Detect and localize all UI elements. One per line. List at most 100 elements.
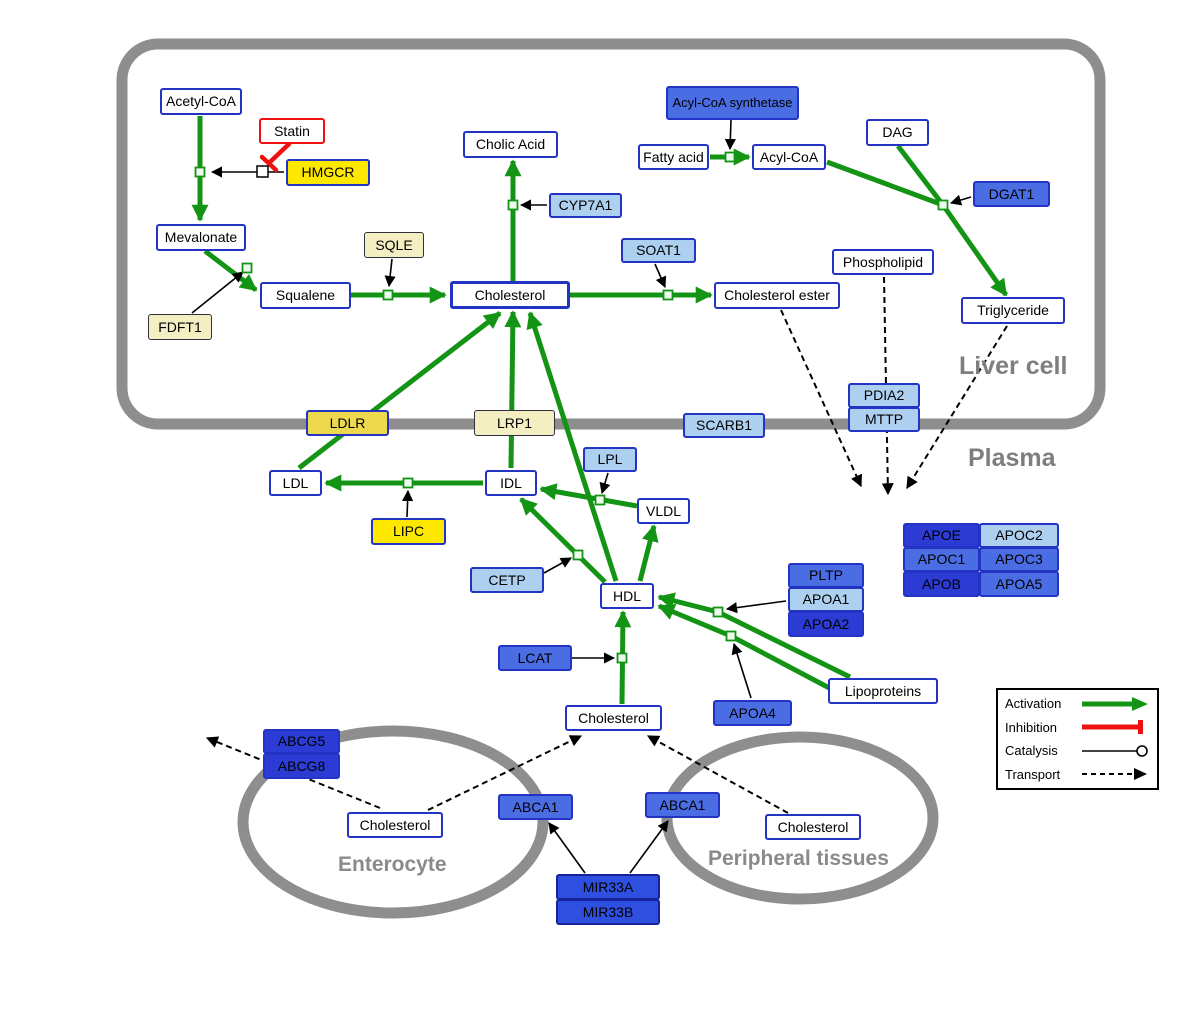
node-lipoproteins[interactable]: Lipoproteins [828,678,938,704]
enterocyte-membrane [237,725,549,919]
node-abca1-peripheral[interactable]: ABCA1 [645,792,720,818]
inhibition-edges [259,141,292,173]
edge-cetp-catalysis [543,557,572,574]
node-apoe[interactable]: APOE [903,523,980,548]
node-statin[interactable]: Statin [259,118,325,144]
node-pdia2[interactable]: PDIA2 [848,383,920,408]
node-lpl[interactable]: LPL [583,447,637,472]
node-acetyl-coa[interactable]: Acetyl-CoA [160,88,242,115]
edge-hdl-cholesterol [526,311,619,582]
node-mevalonate[interactable]: Mevalonate [156,224,246,251]
edge-dgat1-catalysis [949,194,972,206]
node-cholesterol-plasma[interactable]: Cholesterol [565,705,662,731]
node-apoa4[interactable]: APOA4 [713,700,792,726]
edge-mevalonate-squalene [203,249,258,292]
edge-apoa-catalysis [725,600,787,614]
node-apoc2[interactable]: APOC2 [979,523,1059,548]
node-apoc3[interactable]: APOC3 [979,547,1059,572]
node-abcg8[interactable]: ABCG8 [263,753,340,779]
reaction-node-fdft1 [241,262,253,274]
edge-acylcoasynthetase-catalysis [724,119,736,151]
node-ldl[interactable]: LDL [269,470,322,496]
node-vldl[interactable]: VLDL [637,498,690,524]
node-apoa2[interactable]: APOA2 [788,611,864,637]
statin-inhibition-bar [259,154,279,173]
edge-ldl-cholesterol-via-ldlr [297,311,502,470]
edge-fdft1-catalysis [191,271,244,314]
membranes [116,38,1106,919]
reaction-node-sqle [382,289,394,301]
legend-inhibition-label: Inhibition [1005,719,1058,735]
node-acyl-coa[interactable]: Acyl-CoA [752,144,826,170]
reaction-node-dgat1 [937,199,949,211]
node-apoc1[interactable]: APOC1 [903,547,980,572]
node-lipc[interactable]: LIPC [371,518,446,545]
legend-row-transport: Transport [998,763,1157,786]
reaction-node-apoa4 [725,630,737,642]
node-scarb1[interactable]: SCARB1 [683,413,765,438]
reaction-node-lipc [402,477,414,489]
node-cetp[interactable]: CETP [470,567,544,593]
reaction-node-soat1 [662,289,674,301]
node-cholesterol-peripheral[interactable]: Cholesterol [765,814,861,840]
edge-lipc-catalysis [402,489,414,518]
node-ldlr[interactable]: LDLR [306,410,389,436]
node-cholesterol-enterocyte[interactable]: Cholesterol [347,812,443,838]
edge-mir33-abca1-left [548,822,586,874]
edge-dgatnode-triglyceride [940,203,1009,297]
node-apoa5[interactable]: APOA5 [979,571,1059,597]
node-triglyceride[interactable]: Triglyceride [961,297,1065,324]
legend-row-activation: Activation [998,692,1157,715]
node-cyp7a1[interactable]: CYP7A1 [549,193,622,218]
legend-catalysis-label: Catalysis [1005,743,1058,759]
edge-hdl-idl-via-cetp [519,497,607,584]
node-apob[interactable]: APOB [903,571,980,597]
legend-transport-label: Transport [1005,766,1061,782]
node-cholic-acid[interactable]: Cholic Acid [463,131,558,158]
node-idl[interactable]: IDL [485,470,537,496]
edge-dag-dgatnode [896,144,945,207]
edge-enterocyte-cholesterol-transport [427,735,583,811]
reaction-node-lpl [594,494,606,506]
legend-row-catalysis: Catalysis [998,739,1157,762]
reaction-node-acylcoasynthetase [724,151,736,163]
edge-apoa4-catalysis [731,642,752,699]
edge-phospholipid-transport [881,276,894,496]
node-dag[interactable]: DAG [866,119,929,146]
transport-dashed-arrow-icon [1082,768,1147,781]
node-soat1[interactable]: SOAT1 [621,238,696,263]
node-apoa1[interactable]: APOA1 [788,587,864,612]
edge-cholesterolester-transport [780,309,862,488]
node-fdft1[interactable]: FDFT1 [148,314,212,340]
node-pltp[interactable]: PLTP [788,563,864,588]
node-phospholipid[interactable]: Phospholipid [832,249,934,275]
node-mir33a[interactable]: MIR33A [556,874,660,900]
node-hmgcr[interactable]: HMGCR [286,159,370,186]
node-abcg5[interactable]: ABCG5 [263,729,340,754]
node-abca1-enterocyte[interactable]: ABCA1 [498,794,573,820]
node-dgat1[interactable]: DGAT1 [973,181,1050,207]
edge-lpl-catalysis [599,472,611,495]
node-fatty-acid[interactable]: Fatty acid [638,144,709,170]
reaction-node-hmgcr [194,166,206,178]
node-lcat[interactable]: LCAT [498,645,572,671]
reaction-node-cetp [572,549,584,561]
edge-acylcoa-dgatnode [826,159,944,208]
node-mir33b[interactable]: MIR33B [556,899,660,925]
edge-vldl-idl [539,483,638,509]
node-lrp1[interactable]: LRP1 [474,410,555,436]
edge-peripheral-cholesterol-transport [646,735,789,814]
edge-statin-inhibition [267,141,292,165]
node-sqle[interactable]: SQLE [364,232,424,258]
node-acyl-coa-synthetase[interactable]: Acyl-CoA synthetase [666,86,799,120]
node-mttp[interactable]: MTTP [848,407,920,432]
edge-mir33-abca1-right [629,820,669,874]
node-cholesterol-ester[interactable]: Cholesterol ester [714,282,840,309]
node-hdl[interactable]: HDL [600,583,654,609]
edge-soat1-catalysis [654,263,667,289]
node-squalene[interactable]: Squalene [260,282,351,309]
plasma-label: Plasma [968,444,1056,472]
liver-cell-membrane [116,38,1106,430]
node-cholesterol-liver[interactable]: Cholesterol [450,281,570,309]
